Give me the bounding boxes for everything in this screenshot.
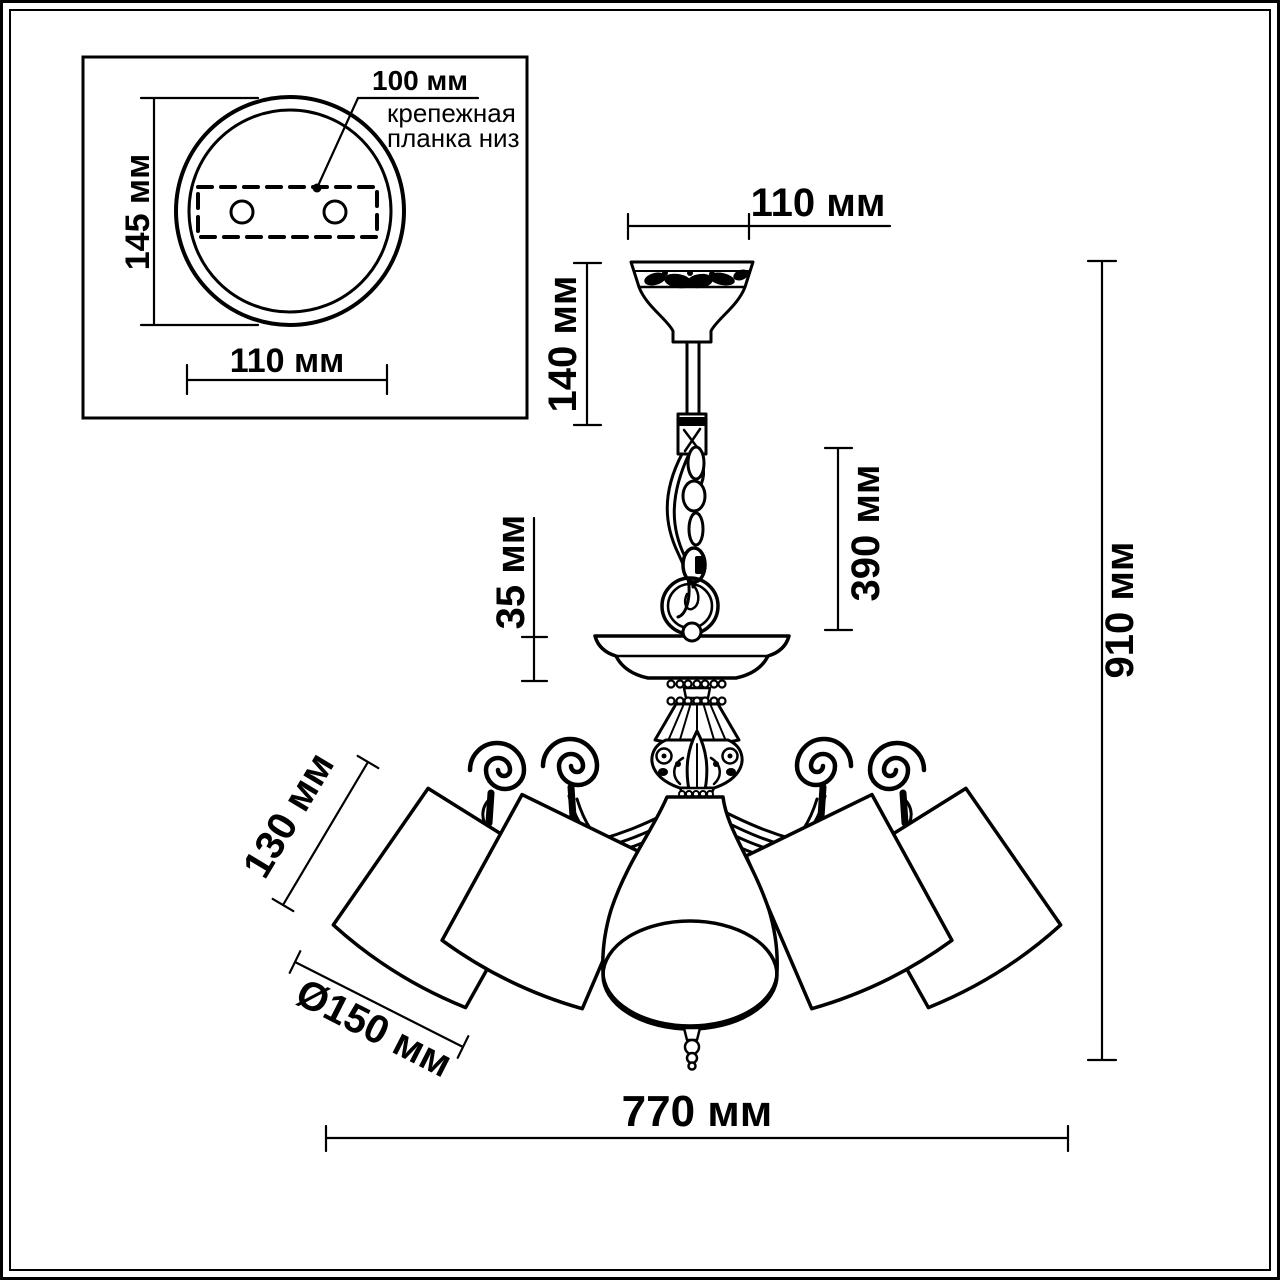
scroll-curl-inner [543,739,597,785]
plate-width-label: 110 мм [230,342,345,380]
scroll-curl-outer [470,743,524,789]
chandelier [327,260,1065,1071]
inset-border [81,55,529,420]
canopy-width-label: 110 мм [751,181,886,225]
dim-shade-height: 130 мм [235,745,380,913]
mounting-bar-dashed [196,185,379,239]
left-arm-and-shades [327,739,696,1017]
mounting-hole-right [322,199,348,225]
plate-height-label: 145 мм [119,154,157,270]
dim-bowl-height: 35 мм [489,515,549,683]
plate-inner-circle [187,108,393,314]
connector-band [678,417,706,426]
inset-hole-spacing-label: 100 мм [372,65,468,96]
dim-plate-width: 110 мм [185,342,389,396]
plate-outer-circle [174,95,406,327]
suspension [660,340,720,636]
mounting-plate-inset: 100 мм крепежная планка низ 145 мм 110 м… [81,55,529,420]
ring-ball [681,621,703,643]
inset-caption-line1: крепежная [387,98,516,128]
bead-row-upper [666,679,727,689]
dim-chain-section: 390 мм [823,446,888,632]
overall-width-label: 770 мм [622,1087,773,1136]
dim-canopy-width: 110 мм [626,181,892,241]
dimension-annotations: 110 мм 140 мм 390 мм 35 мм 130 мм Ø150 м… [235,181,1142,1153]
ceiling-canopy [629,260,755,344]
carabiner-gate [695,556,705,574]
rod [685,340,701,416]
bowl-height-label: 35 мм [489,515,533,630]
mounting-hole-left [229,199,255,225]
dim-plate-height: 145 мм [119,96,260,327]
inner-frame [9,9,1271,1271]
center-bowl-and-stem [593,621,791,799]
shade-height-label: 130 мм [235,745,343,885]
center-bell-shade [601,795,779,1071]
canopy-drop-label: 140 мм [541,275,585,412]
shade-holders [485,783,577,827]
chain-section-label: 390 мм [844,464,888,601]
dim-overall-width: 770 мм [324,1087,1070,1153]
overall-height-label: 910 мм [1098,541,1142,678]
dim-overall-height: 910 мм [1086,259,1142,1062]
leader-line [315,96,480,190]
dim-canopy-drop: 140 мм [541,261,603,427]
inset-caption-line2: планка низ [387,123,520,153]
canopy-floral-band [644,269,749,289]
finial [682,1026,702,1071]
